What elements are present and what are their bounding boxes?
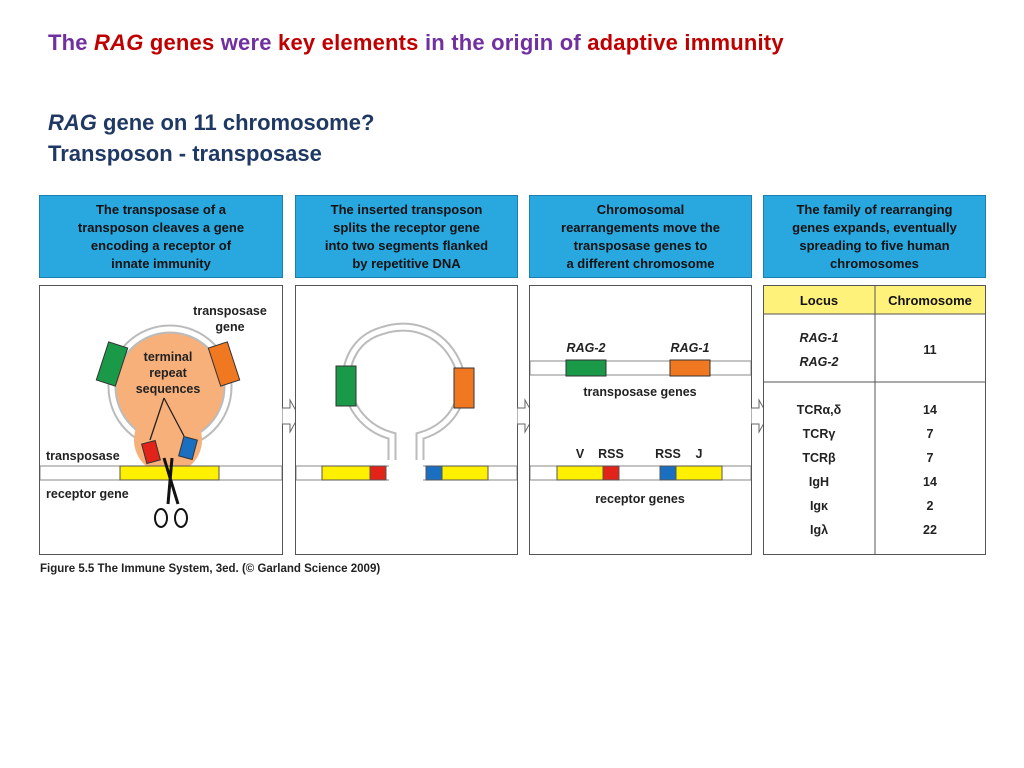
receptor-segment-left: [321, 465, 371, 481]
header-2-line-1: The inserted transposon: [330, 201, 483, 217]
terminal-repeat-red: [141, 439, 161, 465]
label-transposase-gene-2: gene: [215, 320, 244, 334]
scissors-icon: [154, 457, 188, 528]
title-in-the-origin-of: in the origin of: [424, 30, 581, 55]
figure-caption: Figure 5.5 The Immune System, 3ed. (© Ga…: [40, 563, 381, 575]
table-header-chromosome: Chromosome: [888, 293, 972, 308]
label-terminal-2: repeat: [149, 366, 187, 380]
header-step-1: The transposase of a transposon cleaves …: [39, 195, 283, 278]
table-row-locus: TCRγ: [803, 427, 836, 441]
panel-step-1: transposase gene terminal repeat sequenc…: [39, 285, 283, 555]
rag2-gene: [565, 359, 607, 377]
header-step-4: The family of rearranging genes expands,…: [763, 195, 986, 278]
table-row-locus: TCRα,δ: [797, 403, 842, 417]
label-rag1: RAG-1: [671, 341, 710, 355]
header-4-line-1: The family of rearranging: [796, 201, 953, 217]
header-4-line-4: chromosomes: [830, 255, 919, 271]
subtitle-rag-rest: gene on 11 chromosome?: [103, 110, 375, 135]
panel-step-2: [295, 285, 518, 555]
label-v: V: [576, 447, 585, 461]
header-2-line-2: splits the receptor gene: [333, 219, 480, 235]
panel-1-diagram: transposase gene terminal repeat sequenc…: [39, 304, 283, 528]
header-step-2: The inserted transposon splits the recep…: [295, 195, 518, 278]
header-2-line-4: by repetitive DNA: [352, 255, 461, 271]
dna-strand-rag: [529, 360, 752, 376]
slide-title: The RAG genes were key elements in the o…: [48, 30, 784, 56]
header-1-line-3: encoding a receptor of: [90, 237, 232, 253]
header-3-line-3: transposase genes to: [573, 237, 708, 253]
title-key-elements: key elements: [278, 30, 419, 55]
subtitle-rag: RAG: [48, 110, 97, 135]
label-receptor-gene: receptor gene: [46, 487, 129, 501]
terminal-repeat-orange: [207, 341, 241, 387]
terminal-repeat-blue: [178, 435, 198, 461]
repeat-blue: [425, 465, 443, 481]
rss-blue: [659, 465, 677, 481]
panel-2-diagram: [295, 322, 518, 482]
v-segment: [556, 465, 604, 481]
title-were: were: [220, 30, 272, 55]
terminal-repeat-green: [95, 341, 129, 387]
header-1-line-1: The transposase of a: [95, 201, 227, 217]
header-4-line-2: genes expands, eventually: [792, 219, 957, 235]
table-row-chromosome: 22: [923, 523, 937, 537]
header-1-line-4: innate immunity: [111, 255, 211, 271]
table-row-chromosome: 2: [927, 499, 934, 513]
label-rss-left: RSS: [598, 447, 624, 461]
label-receptor-genes: receptor genes: [595, 492, 685, 506]
table-row-locus: TCRβ: [802, 451, 836, 465]
arrow-right-icon: [282, 398, 300, 434]
subtitle-rag-gene: RAG gene on 11 chromosome?: [48, 110, 374, 136]
label-terminal-1: terminal: [144, 350, 193, 364]
subtitle-transposon: Transposon - transposase: [48, 141, 322, 166]
label-j: J: [696, 447, 703, 461]
label-transposase-genes: transposase genes: [583, 385, 696, 399]
header-2-line-3: into two segments flanked: [324, 237, 489, 253]
table-cell-rag1: RAG-1: [800, 331, 839, 345]
transposase-enzyme: [112, 329, 228, 445]
header-1-line-2: transposon cleaves a gene: [77, 219, 245, 235]
label-terminal-3: sequences: [136, 382, 201, 396]
transposase-green: [335, 365, 357, 407]
header-3-line-4: a different chromosome: [566, 255, 715, 271]
table-row-chromosome: 7: [927, 451, 934, 465]
title-adaptive-immunity: adaptive immunity: [587, 30, 784, 55]
panel-3-diagram: RAG-2 RAG-1 transposase genes V RSS RSS …: [529, 341, 752, 506]
title-genes: genes: [149, 30, 215, 55]
locus-chromosome-table: Locus Chromosome RAG-1 RAG-2 11 TCRα,δ 1…: [764, 286, 985, 554]
header-3-line-2: rearrangements move the: [561, 219, 720, 235]
table-cell-rag-chromosome: 11: [923, 343, 936, 357]
label-rss-right: RSS: [655, 447, 681, 461]
table-row-locus: Igλ: [810, 523, 828, 537]
receptor-segment-right: [441, 465, 489, 481]
rag1-gene: [669, 359, 711, 377]
panel-step-4: Locus Chromosome RAG-1 RAG-2 11 TCRα,δ 1…: [763, 285, 986, 555]
table-header-locus: Locus: [800, 293, 838, 308]
table-row-chromosome: 14: [923, 475, 937, 489]
title-the: The: [48, 30, 88, 55]
header-4-line-3: spreading to five human: [799, 237, 950, 253]
header-3-line-1: Chromosomal: [596, 201, 685, 217]
transposase-orange: [453, 367, 475, 409]
label-transposase-gene-1: transposase: [193, 304, 267, 318]
panel-step-3: RAG-2 RAG-1 transposase genes V RSS RSS …: [529, 285, 752, 555]
header-step-3: Chromosomal rearrangements move the tran…: [529, 195, 752, 278]
table-row-chromosome: 7: [927, 427, 934, 441]
table-cell-rag2: RAG-2: [800, 355, 839, 369]
table-row-chromosome: 14: [923, 403, 937, 417]
j-segment: [675, 465, 723, 481]
label-transposase: transposase: [46, 449, 120, 463]
label-rag2: RAG-2: [567, 341, 606, 355]
table-row-locus: IgH: [809, 475, 829, 489]
rss-red: [602, 465, 620, 481]
repeat-red: [369, 465, 387, 481]
table-body: TCRα,δ 14 TCRγ 7 TCRβ 7 IgH 14 Igκ 2 Igλ…: [797, 403, 937, 537]
table-row-locus: Igκ: [810, 499, 828, 513]
title-rag: RAG: [94, 30, 144, 55]
